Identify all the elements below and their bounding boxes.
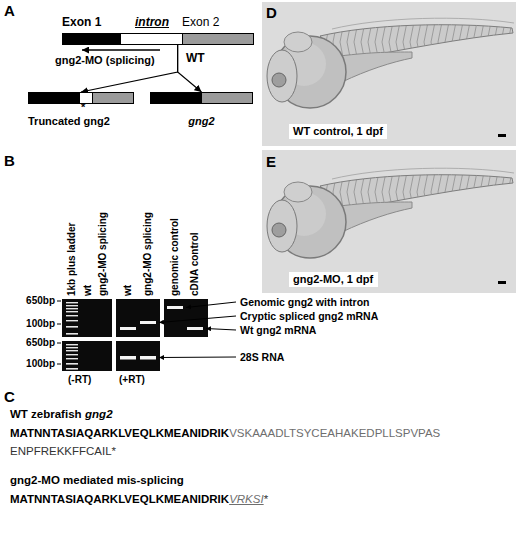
gene-segment (63, 34, 121, 44)
node-text: Exon 2 (182, 16, 254, 30)
exon-segment: Exon 2 (182, 16, 254, 45)
sequence-row: MATNNTASIAQARKLVEQLKMEANIDRIKVSKAAADLTSY… (10, 427, 440, 440)
size-marker: 100bp (15, 318, 55, 330)
sequence-row: WT zebrafishgng2 (10, 408, 113, 421)
embryo-photo (262, 2, 516, 146)
lane-label: gng2-MO splicing (97, 212, 109, 296)
photo-caption: gng2-MO, 1 dpf (289, 272, 378, 287)
gene-segment (201, 93, 252, 103)
size-marker: 100bp (15, 358, 55, 370)
conserved-sequence: MATNNTASIAQARKLVEQLKMEANIDRIK (10, 493, 229, 506)
panel-letter: B (4, 152, 15, 169)
panel-letter: C (4, 388, 15, 405)
gene-bar (150, 92, 253, 104)
embryo-photo (262, 150, 516, 293)
conserved-sequence: MATNNTASIAQARKLVEQLKMEANIDRIK (10, 427, 229, 440)
gel-condition: (-RT) (68, 374, 91, 386)
band-label: Cryptic spliced gng2 mRNA (240, 310, 378, 322)
stop-codon: * (264, 493, 268, 506)
node-text: WT control, 1 dpf (293, 125, 383, 138)
panel-letter: A (4, 2, 15, 19)
panel-letter: D (266, 4, 277, 21)
gene-segment (92, 93, 133, 103)
lane-label: wt (122, 285, 134, 296)
gel-images (62, 299, 208, 371)
size-marker: 650bp (15, 295, 55, 307)
gene-segment (29, 93, 79, 103)
sequence-heading: gng2-MO mediated mis-splicing (10, 474, 184, 487)
gel-condition: (+RT) (119, 374, 145, 386)
lane-label: genomic control (169, 218, 181, 296)
intron-segment: intron (120, 16, 184, 45)
gene-segment (183, 34, 253, 44)
gene-bar (120, 33, 184, 45)
band-label: Genomic gng2 with intron (240, 296, 370, 308)
band-label: 28S RNA (240, 351, 284, 363)
splice-connector (81, 45, 178, 92)
sequence-heading: WT zebrafish (10, 408, 82, 421)
sequence-row: MATNNTASIAQARKLVEQLKMEANIDRIKVRKSI* (10, 493, 268, 506)
missplice-sequence: VRKSI (229, 493, 264, 506)
gene-name: gng2 (85, 408, 112, 421)
sequence-row: gng2-MO mediated mis-splicing (10, 474, 184, 487)
node-text: intron (120, 16, 184, 30)
node-text: gng2-MO, 1 dpf (293, 273, 374, 286)
gene-segment (79, 93, 92, 103)
gene-bar (62, 33, 122, 45)
site-marker: * (81, 101, 85, 114)
lane-label: 1kb plus ladder (66, 223, 78, 296)
node-text: Truncated gng2 (28, 115, 134, 128)
exon-segment: Exon 1 (62, 16, 122, 45)
node-text: gng2 (150, 115, 253, 128)
lane-label: cDNA control (189, 232, 201, 296)
protein-sequence: VSKAAADLTSYCEAHAKEDPLLSPVPAS (229, 427, 440, 440)
lane-label: wt (82, 285, 94, 296)
gene-segment (121, 34, 183, 44)
panel-letter: E (266, 153, 276, 170)
transcript-bar: gng2 (150, 92, 253, 128)
splice-label: WT (186, 52, 205, 66)
gene-segment (151, 93, 201, 103)
sequence-row: ENPFREKKFFCAIL* (10, 445, 116, 458)
morpholino-arrow (82, 49, 160, 50)
band-label: Wt gng2 mRNA (240, 324, 316, 336)
lane-label: gng2-MO splicing (142, 212, 154, 296)
photo-caption: WT control, 1 dpf (289, 124, 387, 139)
size-ticks (57, 301, 61, 364)
gene-bar (182, 33, 254, 45)
morpholino-label: gng2-MO (splicing) (55, 54, 155, 67)
protein-sequence: ENPFREKKFFCAIL* (10, 445, 116, 458)
node-text: Exon 1 (62, 16, 122, 30)
band-pointer-arrows (159, 302, 236, 358)
size-marker: 650bp (15, 337, 55, 349)
